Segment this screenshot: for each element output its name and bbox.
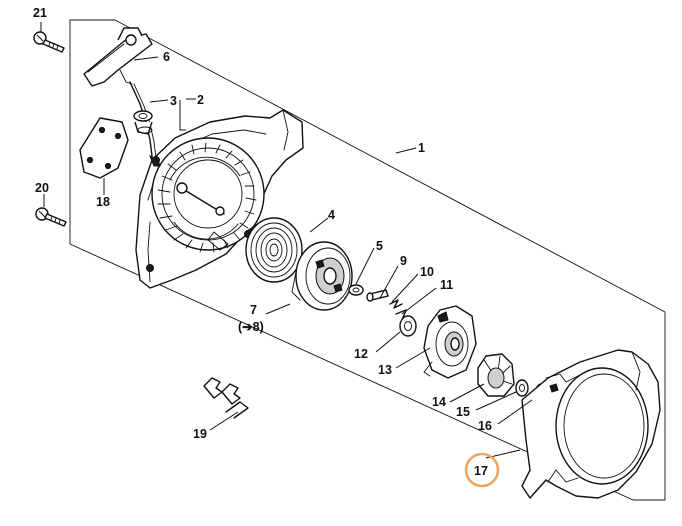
screw-20: [35, 207, 67, 227]
callout-21: 21: [33, 6, 47, 20]
cover-plate: [79, 117, 129, 179]
screw-21: [33, 31, 65, 53]
callout-6: 6: [163, 50, 170, 64]
callout-8-ref: (➔8): [238, 320, 264, 334]
callout-19: 19: [193, 427, 207, 441]
pin-9: [366, 289, 389, 302]
callout-14: 14: [432, 395, 446, 409]
callout-11: 11: [440, 278, 453, 292]
pawl-carrier: [423, 305, 477, 379]
callout-9: 9: [400, 254, 407, 268]
callout-13: 13: [378, 363, 392, 377]
fan-hub-14: [477, 353, 515, 397]
callout-10: 10: [420, 265, 434, 279]
callout-20: 20: [35, 181, 49, 195]
highlight-ring: [464, 452, 500, 488]
callout-17: 17: [474, 464, 488, 478]
washer-5: [348, 284, 364, 296]
callout-2: 2: [197, 93, 204, 107]
callout-4: 4: [328, 208, 335, 222]
callout-12: 12: [354, 347, 368, 361]
callout-5: 5: [376, 239, 383, 253]
washer-15: [515, 379, 529, 397]
callout-18: 18: [96, 195, 110, 209]
rope-guide-bush: [133, 110, 153, 135]
leader-lines: [40, 22, 533, 459]
fan-cover: [521, 349, 661, 499]
clips-19: [203, 377, 249, 419]
washer-12: [399, 315, 417, 337]
callout-1: 1: [418, 141, 425, 155]
callout-15: 15: [456, 405, 470, 419]
rewind-spring: [245, 217, 303, 283]
callout-labels: 21 6 3 2 1 20 18 4 5 9 10 11 7 (➔8) 12 1…: [33, 6, 492, 478]
clip-11: [395, 309, 407, 321]
callout-7: 7: [250, 303, 257, 317]
spring-10: [389, 299, 403, 309]
starter-grip: [83, 27, 153, 87]
starter-housing: [135, 109, 304, 289]
callout-3: 3: [170, 94, 177, 108]
rope-rotor: [291, 241, 353, 311]
assembly-frame: [69, 19, 666, 501]
callout-16: 16: [478, 419, 492, 433]
